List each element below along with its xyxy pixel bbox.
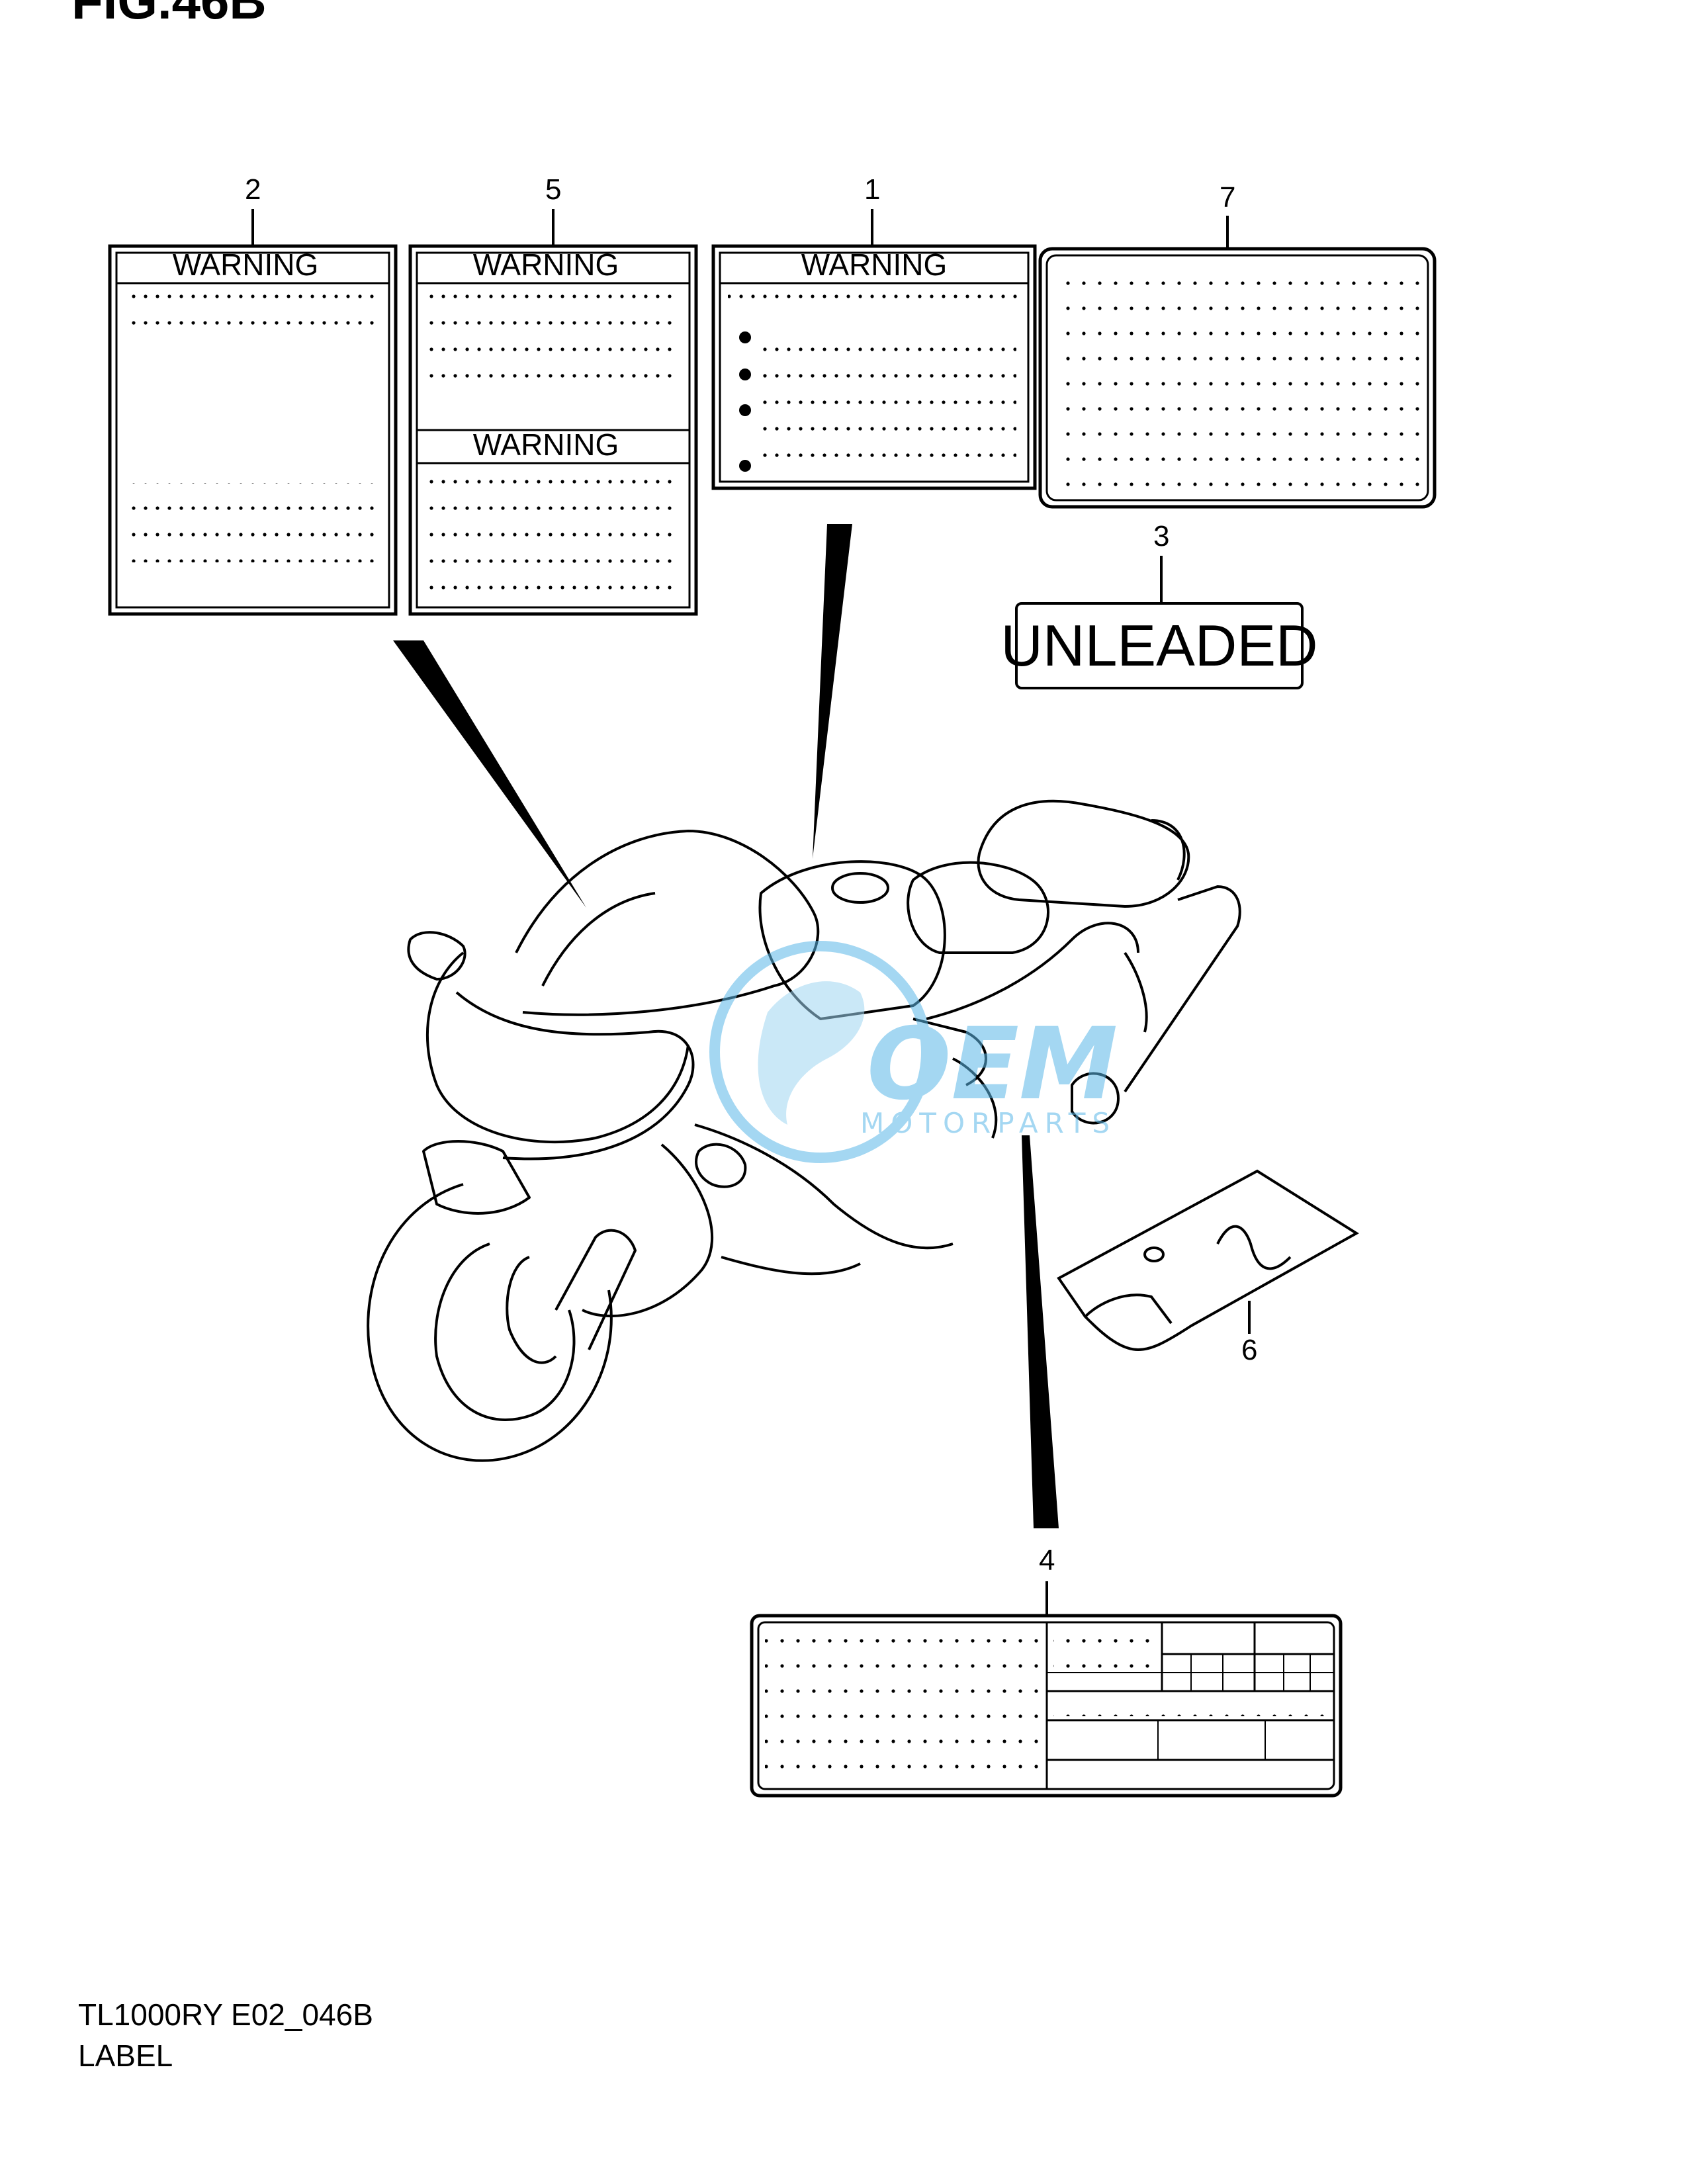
- warning-header: WARNING: [473, 427, 619, 462]
- watermark-sub: MOTORPARTS: [860, 1107, 1116, 1139]
- callout-2: 2: [245, 173, 261, 206]
- figure-title: FIG.46B: [71, 0, 267, 30]
- callout-5: 5: [545, 173, 562, 206]
- watermark-brand: OEM: [867, 1007, 1118, 1122]
- model-code: TL1000RY E02_046B: [78, 1997, 373, 2032]
- label-4-spec-plate: [750, 1614, 1343, 1798]
- callout-4: 4: [1039, 1544, 1055, 1577]
- section-name: LABEL: [78, 2038, 173, 2073]
- callout-6: 6: [1241, 1334, 1258, 1366]
- callout-7: 7: [1220, 181, 1236, 214]
- pointer-label-2: [393, 640, 586, 908]
- unleaded-label-3: UNLEADED: [1000, 602, 1318, 689]
- warning-header: WARNING: [801, 247, 948, 282]
- warning-header: WARNING: [173, 247, 319, 282]
- pointer-label-1: [813, 524, 852, 859]
- warning-label-2: WARNING: [108, 244, 398, 616]
- unleaded-text: UNLEADED: [1000, 613, 1317, 678]
- pointer-label-4: [1022, 1135, 1059, 1528]
- callout-1: 1: [864, 173, 881, 206]
- callout-3: 3: [1153, 520, 1170, 552]
- label-7: [1038, 247, 1437, 509]
- label-6-sticker: [1057, 1169, 1359, 1352]
- warning-label-5: WARNING WARNING: [408, 244, 698, 616]
- motorcycle-illustration: [367, 799, 1241, 1462]
- oem-watermark: OEM MOTORPARTS: [709, 941, 1118, 1163]
- warning-header: WARNING: [473, 247, 619, 282]
- warning-label-1: WARNING: [711, 244, 1037, 490]
